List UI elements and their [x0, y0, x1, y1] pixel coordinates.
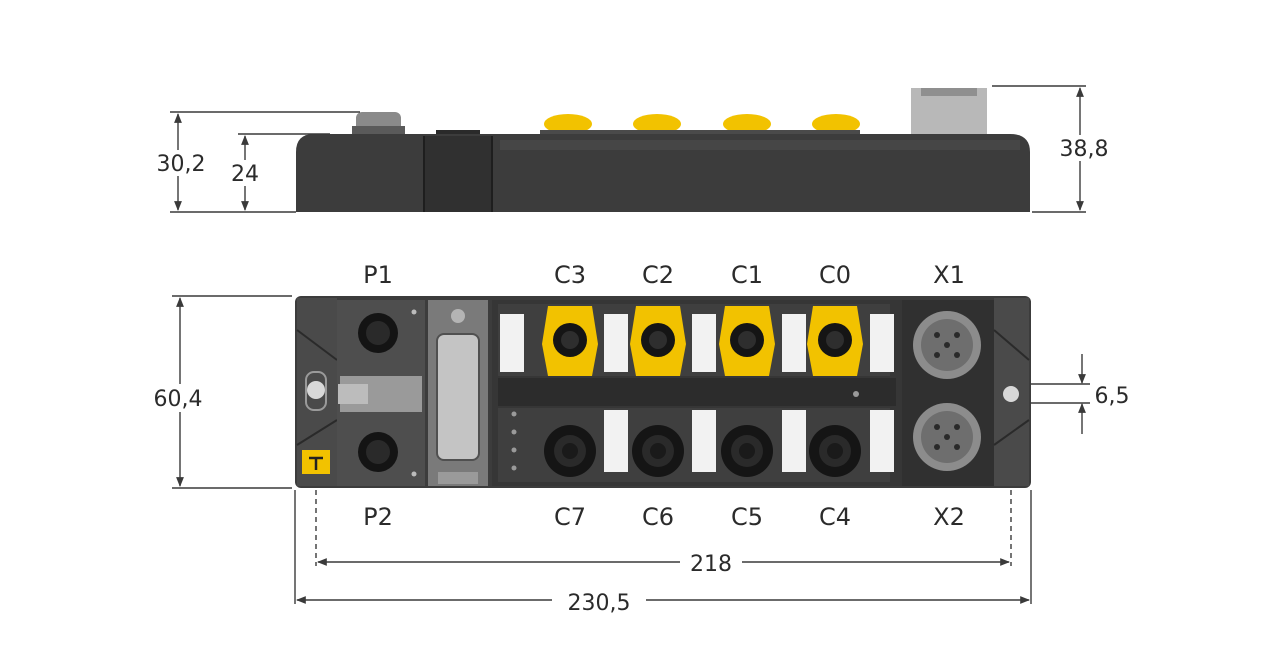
top-view	[295, 296, 1031, 488]
label-c2: C2	[642, 261, 674, 289]
side-c3-cap	[544, 114, 592, 134]
dim-length-total: 230,5	[568, 591, 631, 616]
label-c7: C7	[554, 503, 586, 531]
side-c2-cap	[633, 114, 681, 134]
side-c0-cap	[812, 114, 860, 134]
label-x1: X1	[933, 261, 965, 289]
side-view	[296, 88, 1030, 212]
port-labels-bottom: P2 C7 C6 C5 C4 X2	[363, 503, 965, 531]
dim-height-body: 24	[231, 162, 259, 187]
dim-hole-spacing: 218	[690, 552, 732, 577]
x2-connector	[913, 403, 981, 471]
label-x2: X2	[933, 503, 965, 531]
c4-connector	[809, 425, 861, 477]
right-mount-hole	[1003, 386, 1019, 402]
label-p2: P2	[363, 503, 393, 531]
x1-connector	[913, 311, 981, 379]
c1-connector	[719, 306, 775, 376]
label-c0: C0	[819, 261, 851, 289]
c5-connector	[721, 425, 773, 477]
label-c4: C4	[819, 503, 851, 531]
c6-connector	[632, 425, 684, 477]
label-c1: C1	[731, 261, 763, 289]
side-c1-cap	[723, 114, 771, 134]
label-c5: C5	[731, 503, 763, 531]
c7-connector	[544, 425, 596, 477]
dim-depth: 60,4	[154, 387, 203, 412]
dim-height-connector: 38,8	[1060, 137, 1109, 162]
c0-connector	[807, 306, 863, 376]
sub-d-slot	[436, 333, 480, 461]
dim-height-total: 30,2	[157, 152, 206, 177]
dim-mount-offset: 6,5	[1095, 384, 1130, 409]
label-c6: C6	[642, 503, 674, 531]
c3-connector	[542, 306, 598, 376]
side-dimensions: 30,2 24 38,8	[150, 85, 1114, 213]
port-labels-top: P1 C3 C2 C1 C0 X1	[363, 261, 965, 289]
label-c3: C3	[554, 261, 586, 289]
label-p1: P1	[363, 261, 393, 289]
c2-connector	[630, 306, 686, 376]
left-mount-hole	[307, 381, 325, 399]
top-dimensions: 60,4 6,5 218 230,5	[146, 295, 1130, 616]
